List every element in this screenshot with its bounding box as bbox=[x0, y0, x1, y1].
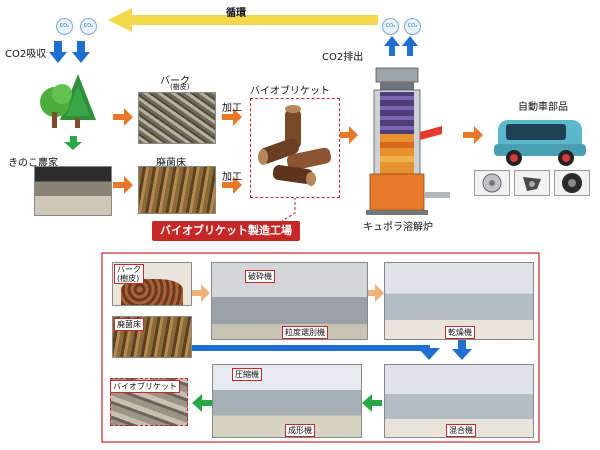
brake-disc-photo bbox=[474, 170, 510, 196]
factory-molder-label: 成形機 bbox=[285, 424, 315, 437]
factory-dryer-label: 乾燥機 bbox=[445, 326, 475, 339]
factory-sorter-label: 粒度選別機 bbox=[282, 326, 328, 339]
briquette-title: バイオブリケット bbox=[250, 86, 330, 97]
cycle-label: 循環 bbox=[226, 8, 246, 19]
spent-bed-photo bbox=[138, 166, 216, 214]
factory-blue-arrow-2 bbox=[452, 349, 472, 360]
briquette-logs-icon bbox=[258, 105, 332, 186]
spent-bed-label: 廃菌床 bbox=[156, 158, 186, 169]
co2-bubble-icon: CO₂ bbox=[382, 18, 399, 35]
factory-sorter-to-dryer-arrow bbox=[366, 284, 384, 302]
factory-mixer-to-molder-arrow bbox=[362, 394, 382, 412]
factory-molder-to-briquette-arrow bbox=[192, 394, 212, 412]
tree-to-bark-arrow bbox=[113, 108, 133, 126]
factory-blue-line bbox=[190, 345, 430, 351]
auto-parts-label: 自動車部品 bbox=[518, 102, 568, 113]
factory-spent-bed-label: 廃菌床 bbox=[114, 318, 144, 331]
co2-absorb-arrow-1 bbox=[49, 41, 67, 63]
cupola-to-car-arrow bbox=[463, 126, 483, 144]
factory-compressor-label: 圧縮機 bbox=[232, 368, 262, 381]
co2-absorb-label: CO2吸収 bbox=[5, 49, 47, 60]
bark-to-briquette-arrow bbox=[222, 108, 242, 126]
bark-photo bbox=[138, 92, 216, 144]
briquette-to-cupola-arrow bbox=[338, 126, 358, 144]
cupola-furnace-diagram bbox=[366, 67, 450, 215]
factory-bark-label: バーク (樹皮) bbox=[114, 264, 144, 284]
factory-mixer-label: 混合機 bbox=[446, 424, 476, 437]
co2-bubble-icon: CO₂ bbox=[404, 18, 421, 35]
factory-briquette-label: バイオブリケット bbox=[110, 380, 180, 393]
forest-icon bbox=[40, 74, 96, 128]
co2-bubble-icon: CO₂ bbox=[56, 18, 73, 35]
briquette-factory-connector bbox=[281, 197, 296, 222]
process-label-1: 加工 bbox=[222, 103, 242, 114]
car-icon bbox=[494, 120, 586, 166]
tree-to-mushroom-arrow bbox=[64, 136, 82, 150]
mushroom-farm-photo bbox=[34, 166, 112, 216]
factory-crusher-label: 破砕機 bbox=[245, 270, 275, 283]
co2-absorb-arrow-2 bbox=[72, 41, 90, 63]
process-label-2: 加工 bbox=[222, 172, 242, 183]
factory-blue-arrow-1 bbox=[418, 348, 440, 360]
co2-emit-arrow-1 bbox=[384, 36, 400, 56]
factory-title: バイオブリケット製造工場 bbox=[152, 221, 300, 241]
factory-frame bbox=[101, 252, 540, 443]
factory-bark-to-crusher-arrow bbox=[192, 284, 210, 302]
bark-subtitle: (樹皮) bbox=[170, 83, 190, 91]
bark-title: バーク bbox=[160, 76, 190, 87]
cycle-arrow bbox=[108, 8, 378, 32]
rotor-part-photo bbox=[554, 170, 590, 196]
mushroom-farmer-label: きのこ農家 bbox=[8, 158, 58, 169]
mushroom-to-bed-arrow bbox=[113, 176, 133, 194]
co2-emit-arrow-2 bbox=[402, 36, 418, 56]
co2-bubble-icon: CO₂ bbox=[80, 18, 97, 35]
co2-emit-label: CO2排出 bbox=[322, 52, 364, 63]
briquette-box bbox=[250, 98, 340, 198]
bed-to-briquette-arrow bbox=[222, 176, 242, 194]
cupola-label: キュポラ溶解炉 bbox=[363, 222, 433, 233]
knuckle-part-photo bbox=[514, 170, 550, 196]
